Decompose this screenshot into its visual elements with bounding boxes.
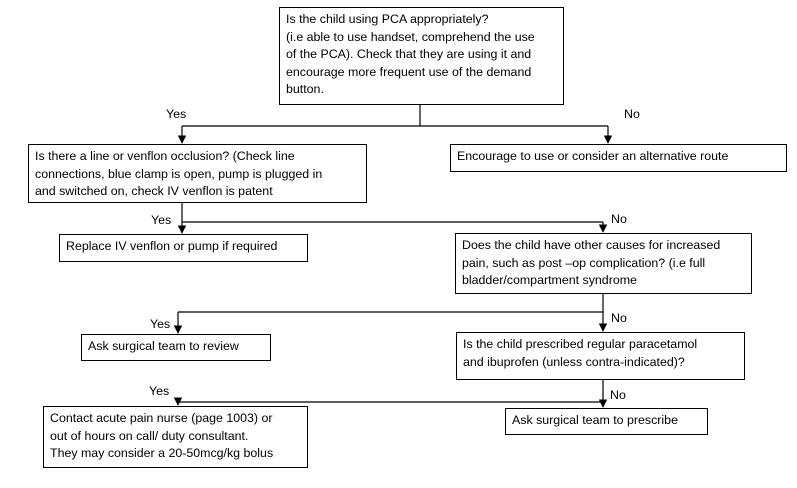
- edge-label-no: No: [611, 212, 627, 226]
- node-contact-pain-line: They may consider a 20-50mcg/kg bolus: [50, 446, 274, 460]
- node-pca-question-line: (i.e able to use handset, comprehend the…: [286, 29, 535, 44]
- node-pca-question-line: encourage more frequent use of the deman…: [286, 64, 532, 79]
- node-other-causes-question-line: pain, such as post –op complication? (i.…: [462, 255, 706, 270]
- node-occlusion-question-line: Is there a line or venflon occlusion? (C…: [35, 149, 295, 163]
- node-occlusion-question-line: connections, blue clamp is open, pump is…: [35, 166, 323, 181]
- node-replace: Replace IV venflon or pump if required: [59, 234, 308, 262]
- node-replace-line: Replace IV venflon or pump if required: [66, 239, 278, 253]
- node-contact-pain: Contact acute pain nurse (page 1003) or …: [43, 406, 308, 468]
- connector-other-causes-split: [178, 294, 604, 313]
- node-prescribed-question: Is the child prescribed regular paraceta…: [456, 332, 745, 380]
- node-occlusion-question-line: and switched on, check IV venflon is pat…: [35, 184, 273, 198]
- node-prescribed-question-line: Is the child prescribed regular paraceta…: [463, 337, 698, 351]
- node-occlusion-question: Is there a line or venflon occlusion? (C…: [28, 144, 367, 203]
- edge-label-no: No: [611, 311, 627, 325]
- edge-label-no: No: [610, 388, 626, 402]
- node-pca-question-line: of the PCA). Check that they are using i…: [286, 47, 532, 61]
- node-pca-question-line: button.: [286, 82, 324, 96]
- edge-label-yes: Yes: [166, 107, 187, 121]
- node-prescribed-question-line: and ibuprofen (unless contra-indicated)?: [463, 354, 685, 369]
- node-other-causes-question-line: Does the child have other causes for inc…: [462, 238, 721, 252]
- node-pca-question-line: Is the child using PCA appropriately?: [286, 12, 489, 26]
- node-other-causes-question-line: bladder/compartment syndrome: [462, 273, 637, 287]
- node-surgical-prescribe-line: Ask surgical team to prescribe: [512, 413, 678, 427]
- node-surgical-review: Ask surgical team to review: [81, 334, 271, 361]
- node-surgical-prescribe: Ask surgical team to prescribe: [505, 408, 708, 435]
- edge-label-yes: Yes: [151, 213, 172, 227]
- connector-occlusion-split: [181, 203, 603, 223]
- edge-label-yes: Yes: [150, 317, 171, 331]
- edge-label-no: No: [624, 107, 640, 121]
- node-encourage: Encourage to use or consider an alternat…: [450, 144, 787, 172]
- edge-label-yes: Yes: [149, 384, 170, 398]
- node-surgical-review-line: Ask surgical team to review: [88, 339, 239, 353]
- node-contact-pain-line: Contact acute pain nurse (page 1003) or: [50, 411, 273, 425]
- node-other-causes-question: Does the child have other causes for inc…: [455, 233, 752, 294]
- connector-pca-split: [182, 105, 608, 127]
- node-pca-question: Is the child using PCA appropriately? (i…: [279, 7, 564, 105]
- connector-prescribed-split: [178, 380, 604, 403]
- node-encourage-line: Encourage to use or consider an alternat…: [457, 149, 729, 163]
- node-contact-pain-line: out of hours on call/ duty consultant.: [50, 428, 249, 443]
